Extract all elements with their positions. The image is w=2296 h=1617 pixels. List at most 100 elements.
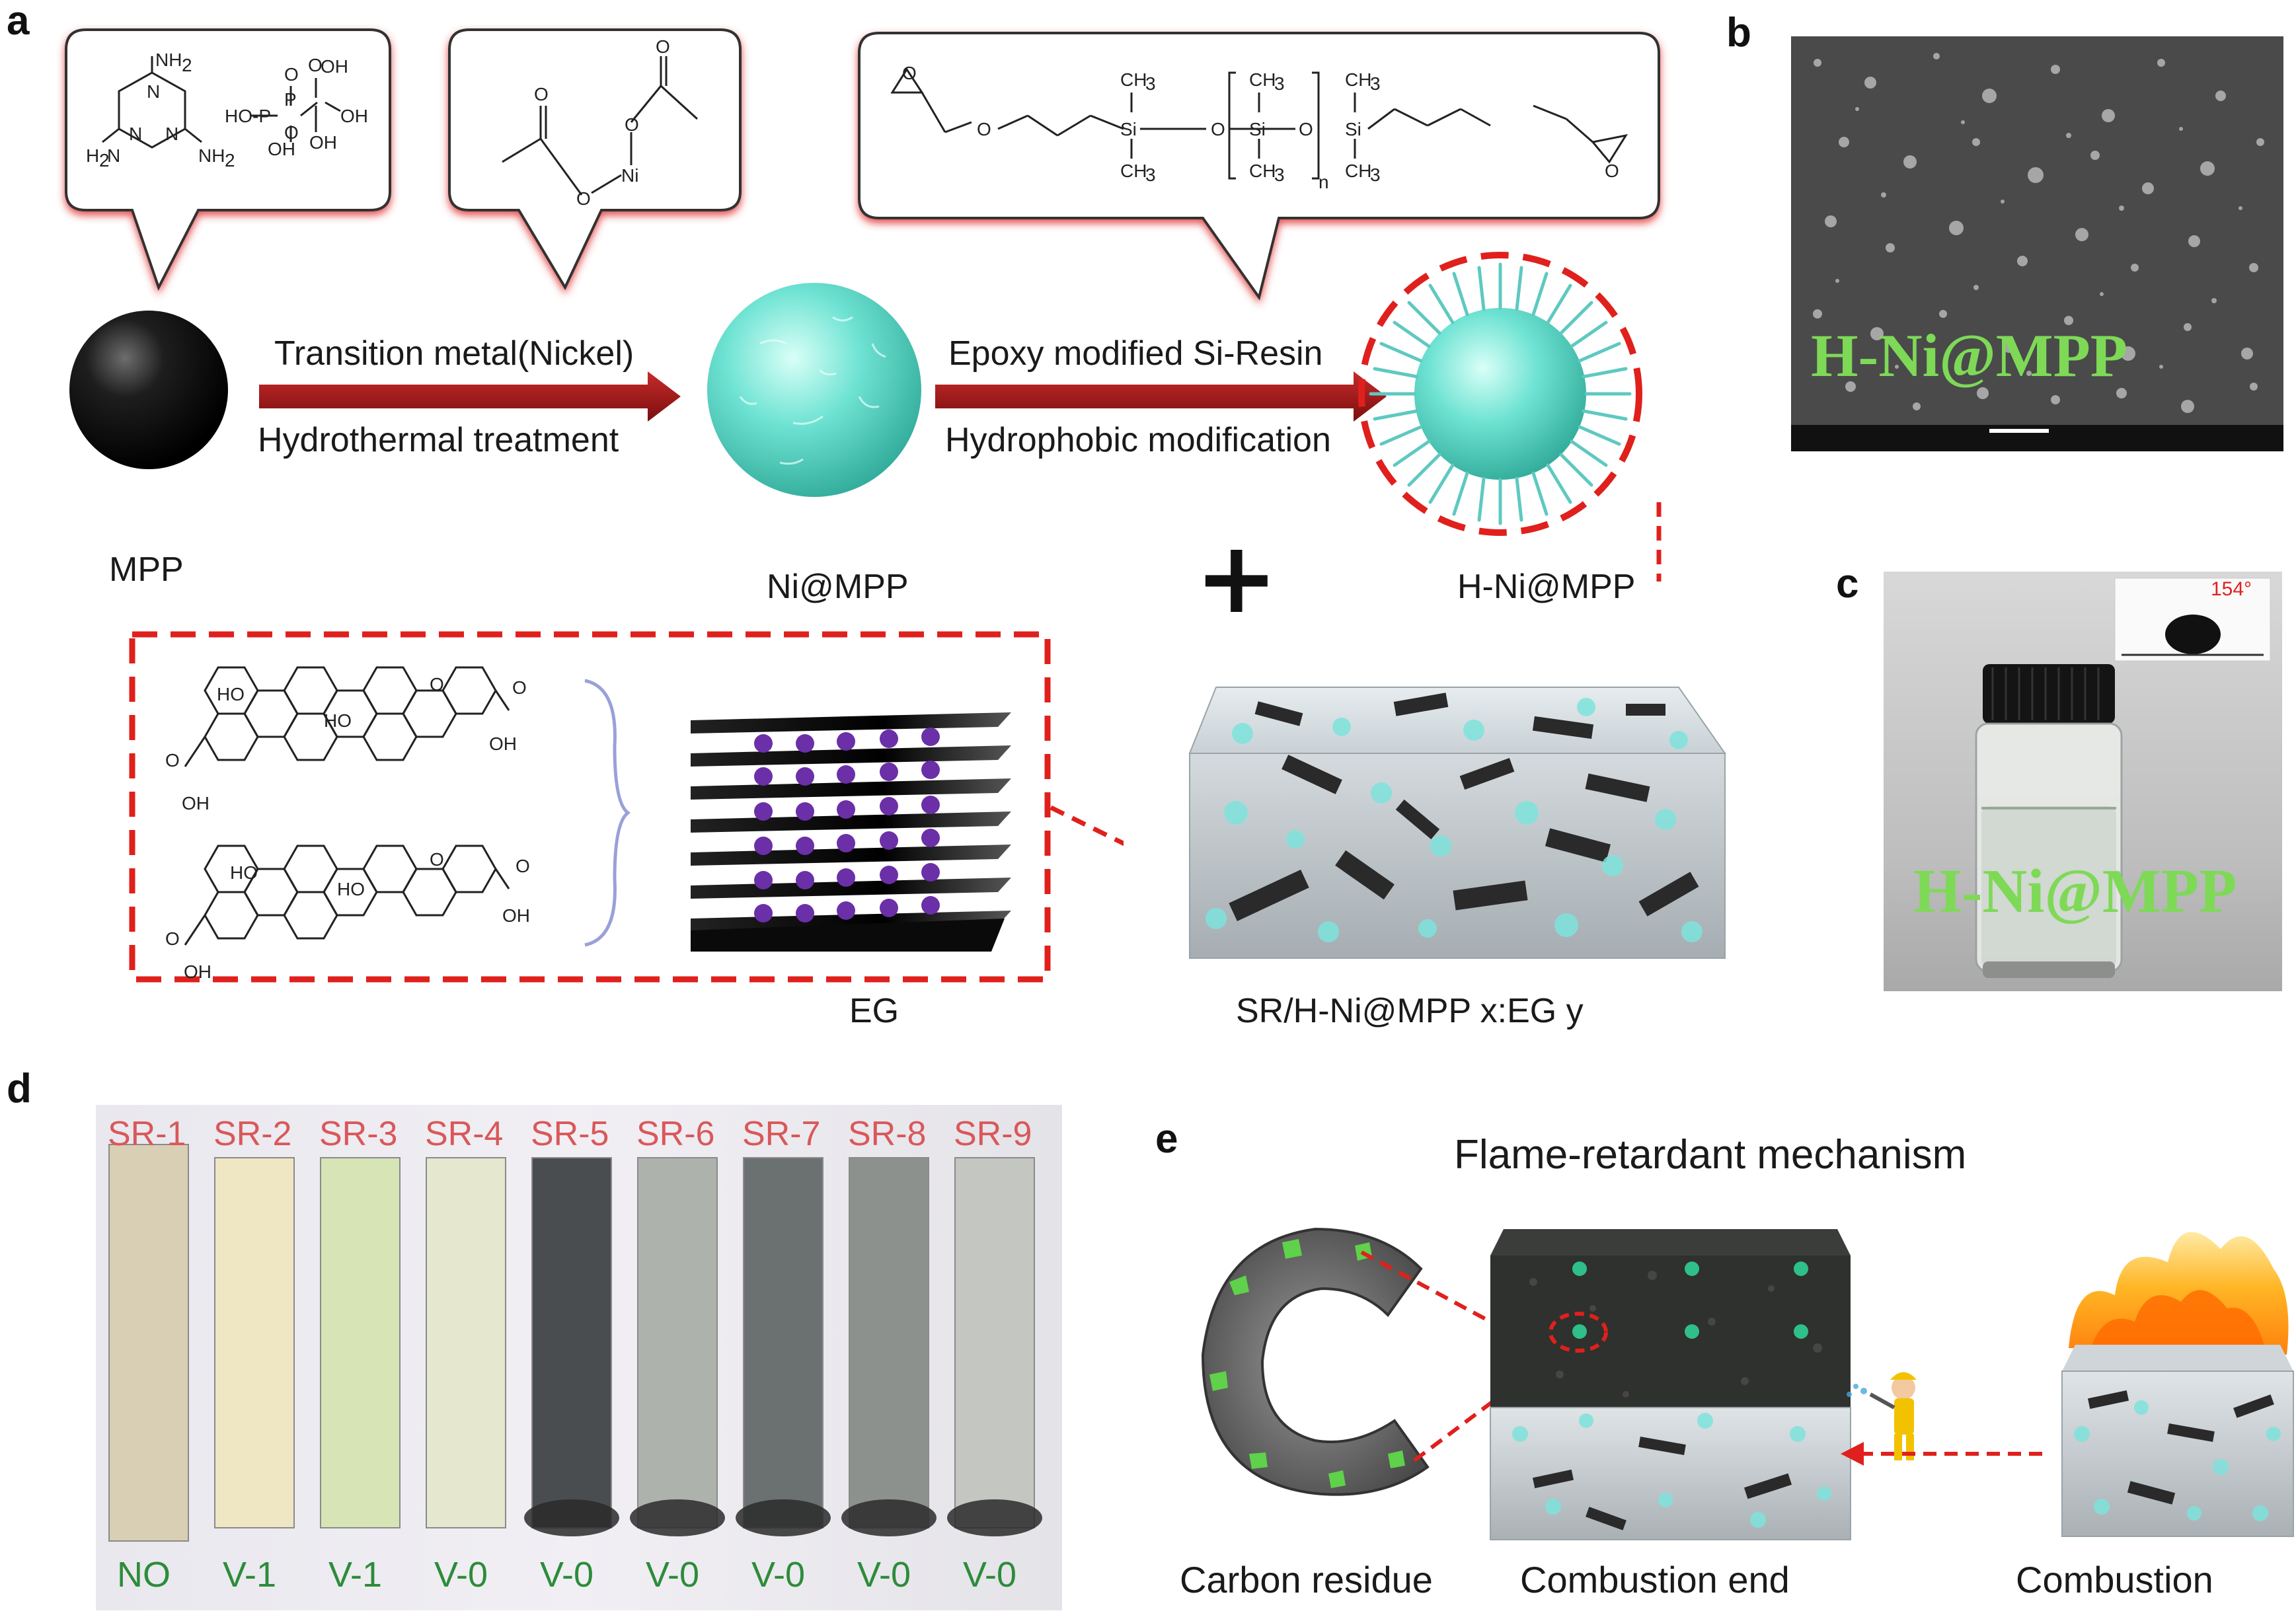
melamine-structure	[102, 56, 341, 149]
svg-text:OH: OH	[502, 905, 530, 926]
sample-label-2: SR-2	[213, 1115, 292, 1153]
svg-text:3: 3	[1370, 165, 1381, 185]
svg-text:HO: HO	[230, 862, 258, 883]
sample-rating-3: V-1	[328, 1555, 383, 1595]
sample-strip-2	[214, 1157, 295, 1528]
svg-text:O: O	[625, 114, 639, 135]
svg-text:Si: Si	[1345, 119, 1361, 139]
ni-mpp-label: Ni@MPP	[767, 568, 909, 606]
svg-text:OH: OH	[182, 793, 210, 813]
composite-block	[1188, 687, 1726, 959]
svg-text:O: O	[516, 856, 530, 876]
combustion-block	[2061, 1232, 2294, 1537]
svg-text:CH: CH	[1345, 69, 1371, 90]
mpp-sphere	[69, 311, 228, 469]
sem-overlay-text: H-Ni@MPP	[1811, 322, 2128, 389]
svg-text:OH: OH	[489, 733, 517, 754]
eg-molecule-bottom	[184, 845, 510, 946]
vial-photo: 154° H-Ni@MPP	[1884, 572, 2282, 991]
h-ni-mpp-sphere	[1369, 262, 1632, 525]
panel-letter-c: c	[1836, 561, 1859, 607]
firefighter-figure	[1847, 1372, 1917, 1460]
svg-text:O: O	[656, 36, 670, 57]
expanded-graphite-sheets	[691, 712, 1011, 952]
sample-strip-8	[841, 1157, 937, 1536]
sem-image: H-Ni@MPP	[1791, 36, 2283, 451]
svg-text:O: O	[284, 64, 299, 85]
svg-text:N: N	[107, 145, 120, 166]
svg-text:HO-P: HO-P	[225, 106, 271, 126]
vial-overlay-text: H-Ni@MPP	[1913, 857, 2237, 926]
svg-text:CH: CH	[1120, 69, 1147, 90]
sample-strip-5	[524, 1157, 619, 1536]
sample-label-7: SR-7	[742, 1115, 821, 1153]
svg-text:2: 2	[225, 150, 235, 170]
arrow1-top-label: Transition metal(Nickel)	[274, 334, 634, 373]
arrow-hydrophobic	[935, 371, 1387, 422]
svg-text:OH: OH	[340, 106, 368, 126]
svg-text:O: O	[534, 84, 549, 104]
sample-label-3: SR-3	[319, 1115, 398, 1153]
svg-text:O: O	[902, 63, 917, 83]
plus-sign: +	[1195, 521, 1278, 636]
mpp-label: MPP	[109, 550, 184, 589]
svg-text:CH: CH	[1249, 161, 1276, 181]
h-ni-mpp-dashed-circle	[1358, 252, 1642, 536]
sample-label-1: SR-1	[108, 1115, 186, 1153]
svg-text:O: O	[308, 55, 323, 75]
sample-strip-9	[947, 1157, 1042, 1536]
ni-mpp-sphere	[707, 283, 921, 497]
sample-strip-7	[736, 1157, 831, 1536]
svg-text:O: O	[1299, 119, 1313, 139]
bubble-nickel	[448, 28, 742, 291]
svg-text:3: 3	[1274, 73, 1285, 94]
bubble-si-resin	[858, 32, 1660, 301]
eg-molecule-top	[184, 666, 510, 767]
carbon-residue-label: Carbon residue	[1180, 1559, 1433, 1600]
sample-strip-3	[320, 1157, 401, 1528]
svg-text:O: O	[284, 122, 299, 143]
arrow1-bottom-label: Hydrothermal treatment	[258, 421, 619, 459]
eg-box: HO HO O O OH O OH HO HO O O OH O OH	[129, 631, 1124, 983]
sample-label-9: SR-9	[954, 1115, 1032, 1153]
svg-text:3: 3	[1274, 165, 1285, 185]
svg-text:HO: HO	[217, 684, 245, 704]
svg-text:OH: OH	[184, 961, 211, 982]
synthesis-route	[69, 252, 1662, 582]
svg-text:n: n	[1319, 172, 1329, 192]
panel-letter-e: e	[1155, 1116, 1178, 1162]
svg-text:HO: HO	[324, 710, 352, 731]
arrow-hydrothermal	[259, 371, 681, 422]
arrow2-top-label: Epoxy modified Si-Resin	[948, 334, 1323, 373]
nickel-acetate-structure	[502, 56, 699, 196]
ni-mpp-texture	[739, 316, 886, 465]
svg-text:N: N	[129, 124, 142, 144]
svg-text:CH: CH	[1120, 161, 1147, 181]
svg-text:2: 2	[99, 150, 110, 170]
svg-text:O: O	[977, 119, 991, 139]
sample-label-4: SR-4	[425, 1115, 504, 1153]
sample-rating-6: V-0	[646, 1555, 700, 1595]
svg-text:2: 2	[182, 55, 192, 75]
intercalated-particles	[754, 728, 940, 922]
svg-text:P: P	[284, 89, 297, 110]
svg-text:O: O	[512, 677, 527, 698]
h-ni-mpp-label: H-Ni@MPP	[1457, 568, 1636, 606]
svg-text:3: 3	[1145, 73, 1156, 94]
sample-label-6: SR-6	[636, 1115, 715, 1153]
mechanism-title: Flame-retardant mechanism	[1454, 1132, 1967, 1178]
svg-text:3: 3	[1145, 165, 1156, 185]
sample-rating-8: V-0	[857, 1555, 911, 1595]
svg-text:Si: Si	[1120, 119, 1137, 139]
svg-text:OH: OH	[309, 132, 337, 153]
svg-text:HO: HO	[337, 879, 365, 899]
sample-rating-7: V-0	[751, 1555, 806, 1595]
svg-text:O: O	[165, 928, 180, 949]
svg-text:O: O	[576, 188, 591, 209]
panel-letter-d: d	[7, 1066, 32, 1111]
svg-text:O: O	[165, 750, 180, 771]
combustion-end-block	[1490, 1229, 1851, 1540]
connector-dashed	[1656, 502, 1662, 582]
sample-strip-6	[630, 1157, 725, 1536]
